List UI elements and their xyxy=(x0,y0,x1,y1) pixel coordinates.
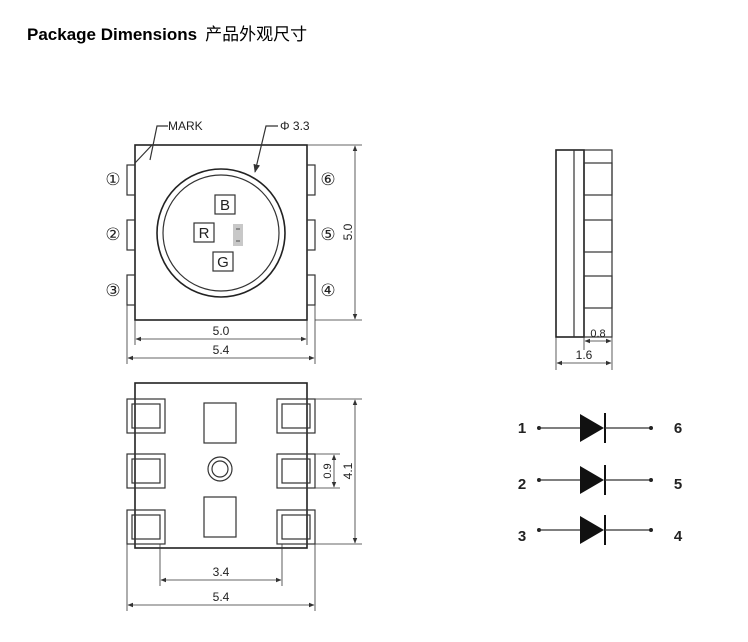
diameter-leader-line xyxy=(253,125,278,173)
schematic-node-6 xyxy=(649,426,653,430)
bottom-pad-left-2-inner xyxy=(131,458,161,484)
schematic-pin-5: 5 xyxy=(674,476,682,493)
side-lead-3 xyxy=(583,275,613,309)
diode-triangle-1 xyxy=(580,414,604,442)
pin-label-2: ② xyxy=(105,225,120,244)
bottom-pad-right-5 xyxy=(276,453,316,489)
schematic-row-2: 2 5 xyxy=(518,465,682,495)
diode-triangle-3 xyxy=(580,516,604,544)
top-view: B R G ① ② ③ ⑥ ⑤ ④ MARK Φ 3.3 5.0 5.0 5 xyxy=(105,119,362,364)
dim-lead-text: 0.8 xyxy=(590,328,605,340)
bottom-pad-right-6 xyxy=(276,398,316,434)
bottom-thermal-pad-bottom xyxy=(203,496,237,538)
dim-bottom-width-text: 5.4 xyxy=(213,590,230,604)
bottom-pad-left-3 xyxy=(126,509,166,545)
dim-outer-width-text: 5.4 xyxy=(213,343,230,357)
chip-blue xyxy=(214,194,236,215)
bottom-pad-right-4-inner xyxy=(281,514,311,540)
chip-green xyxy=(212,251,234,272)
bottom-pad-left-1-inner xyxy=(131,403,161,429)
bottom-thermal-pad-top xyxy=(203,402,237,444)
dim-inner-width-text: 5.0 xyxy=(213,324,230,338)
pin-label-5: ⑤ xyxy=(320,225,335,244)
lens-inner-circle xyxy=(162,174,280,292)
lead-left-2 xyxy=(126,219,136,251)
mark-leader-line xyxy=(149,125,168,161)
side-lead-1 xyxy=(583,162,613,196)
chip-green-label: G xyxy=(217,254,229,271)
pin-label-3: ③ xyxy=(105,281,120,300)
lead-right-6 xyxy=(306,164,316,196)
dim-bottom-height-text: 4.1 xyxy=(341,462,355,479)
schematic-node-4 xyxy=(649,528,653,532)
title-chinese: 产品外观尺寸 xyxy=(205,25,308,45)
lead-left-3 xyxy=(126,274,136,306)
bottom-pad-right-5-inner xyxy=(281,458,311,484)
schematic-node-5 xyxy=(649,478,653,482)
side-lead-2 xyxy=(583,219,613,253)
dim-pitch-text: 3.4 xyxy=(213,565,230,579)
bottom-view-body xyxy=(134,382,308,549)
schematic-pin-2: 2 xyxy=(518,476,526,493)
bottom-pad-left-3-inner xyxy=(131,514,161,540)
schematic-pin-1: 1 xyxy=(518,420,526,437)
mark-label: MARK xyxy=(168,119,203,133)
pin-label-6: ⑥ xyxy=(320,170,335,189)
schematic: 1 6 2 5 3 4 xyxy=(518,413,683,545)
bottom-pad-right-4 xyxy=(276,509,316,545)
schematic-pin-3: 3 xyxy=(518,528,526,545)
side-view: 0.8 1.6 xyxy=(555,149,613,370)
pin-label-4: ④ xyxy=(320,281,335,300)
title-english: Package Dimensions xyxy=(27,25,198,44)
lens-outer-circle xyxy=(156,168,286,298)
chip-blue-label: B xyxy=(220,197,230,214)
dim-height-text: 5.0 xyxy=(341,223,355,240)
chip-red-label: R xyxy=(199,225,210,242)
bottom-pad-left-1 xyxy=(126,398,166,434)
schematic-row-3: 3 4 xyxy=(518,515,683,545)
lead-right-4 xyxy=(306,274,316,306)
schematic-pin-4: 4 xyxy=(674,528,683,545)
top-view-body xyxy=(134,144,308,321)
bottom-pad-right-6-inner xyxy=(281,403,311,429)
dim-pad-text: 0.9 xyxy=(322,463,334,478)
side-view-body xyxy=(555,149,585,338)
diameter-label: Φ 3.3 xyxy=(280,119,310,133)
schematic-row-1: 1 6 xyxy=(518,413,682,443)
dim-side-width-text: 1.6 xyxy=(576,348,593,362)
side-view-base xyxy=(583,149,613,338)
mark-corner-chamfer xyxy=(134,144,153,164)
lead-left-1 xyxy=(126,164,136,196)
bottom-view: 0.9 4.1 3.4 5.4 xyxy=(126,382,362,611)
bottom-pad-left-2 xyxy=(126,453,166,489)
page-title: Package Dimensions 产品外观尺寸 xyxy=(27,20,307,45)
chip-red xyxy=(193,222,215,243)
pin-label-1: ① xyxy=(105,170,120,189)
zener-chip xyxy=(233,224,243,246)
schematic-pin-6: 6 xyxy=(674,420,682,437)
diode-triangle-2 xyxy=(580,466,604,494)
lead-right-5 xyxy=(306,219,316,251)
bottom-center-hole-inner xyxy=(211,460,229,478)
bottom-center-hole-outer xyxy=(207,456,233,482)
